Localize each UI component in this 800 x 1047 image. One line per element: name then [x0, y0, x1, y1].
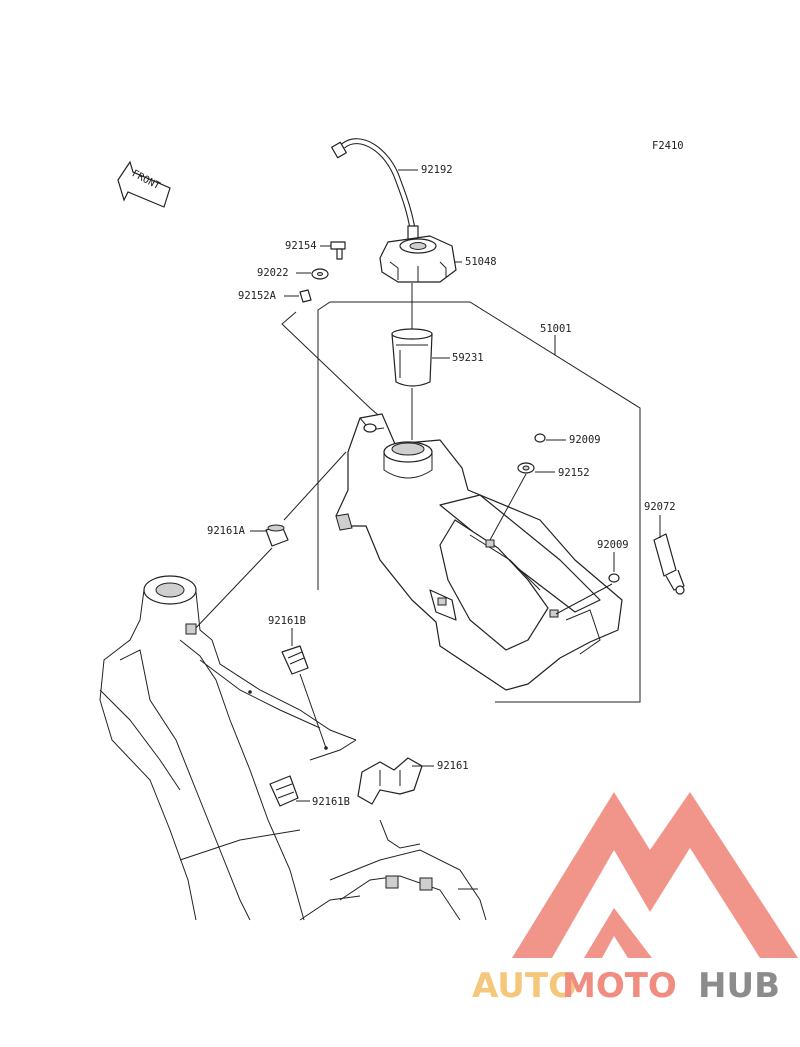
mount-rubber-92161	[357, 757, 423, 805]
watermark-wordmark: AUTO MOTO HUB	[472, 966, 780, 1006]
washer-92022	[311, 268, 329, 280]
callout-92161b-top: 92161B	[268, 615, 306, 627]
fuel-tank	[335, 413, 623, 691]
collar-92152a	[299, 289, 312, 303]
figure-code: F2410	[652, 140, 684, 152]
svg-text:HUB: HUB	[698, 966, 780, 1006]
watermark-logo-icon	[512, 792, 798, 958]
fuel-cap	[379, 235, 457, 283]
bolt-92154	[330, 241, 346, 260]
callout-51048: 51048	[465, 256, 497, 268]
washer-92152	[517, 462, 535, 474]
svg-text:MOTO: MOTO	[562, 966, 677, 1006]
fuel-filter	[391, 328, 433, 387]
callout-92009-right: 92009	[597, 539, 629, 551]
callout-92152: 92152	[558, 467, 590, 479]
damper-92161a	[265, 524, 289, 547]
frame	[99, 575, 487, 921]
bolt-92009-top	[534, 433, 546, 443]
callout-92022: 92022	[257, 267, 289, 279]
callout-92161: 92161	[437, 760, 469, 772]
pad-92161b-bottom	[269, 775, 299, 807]
front-arrow-icon: FRONT	[117, 160, 171, 208]
pad-92161b-top	[281, 645, 309, 675]
callout-51001: 51001	[540, 323, 572, 335]
callout-92161a: 92161A	[207, 525, 246, 537]
bolt-92009-right	[608, 573, 620, 583]
callout-92009-top: 92009	[569, 434, 601, 446]
callout-92161b-bottom: 92161B	[312, 796, 350, 808]
svg-text:AUTO: AUTO	[472, 966, 577, 1006]
callout-92154: 92154	[285, 240, 317, 252]
breather-hose	[331, 138, 419, 241]
rubber-strap-92072	[653, 533, 685, 595]
callout-59231: 59231	[452, 352, 484, 364]
callout-92072: 92072	[644, 501, 676, 513]
assembly-bracket-51001	[317, 301, 641, 703]
callout-92192: 92192	[421, 164, 453, 176]
callout-92152a: 92152A	[238, 290, 277, 302]
